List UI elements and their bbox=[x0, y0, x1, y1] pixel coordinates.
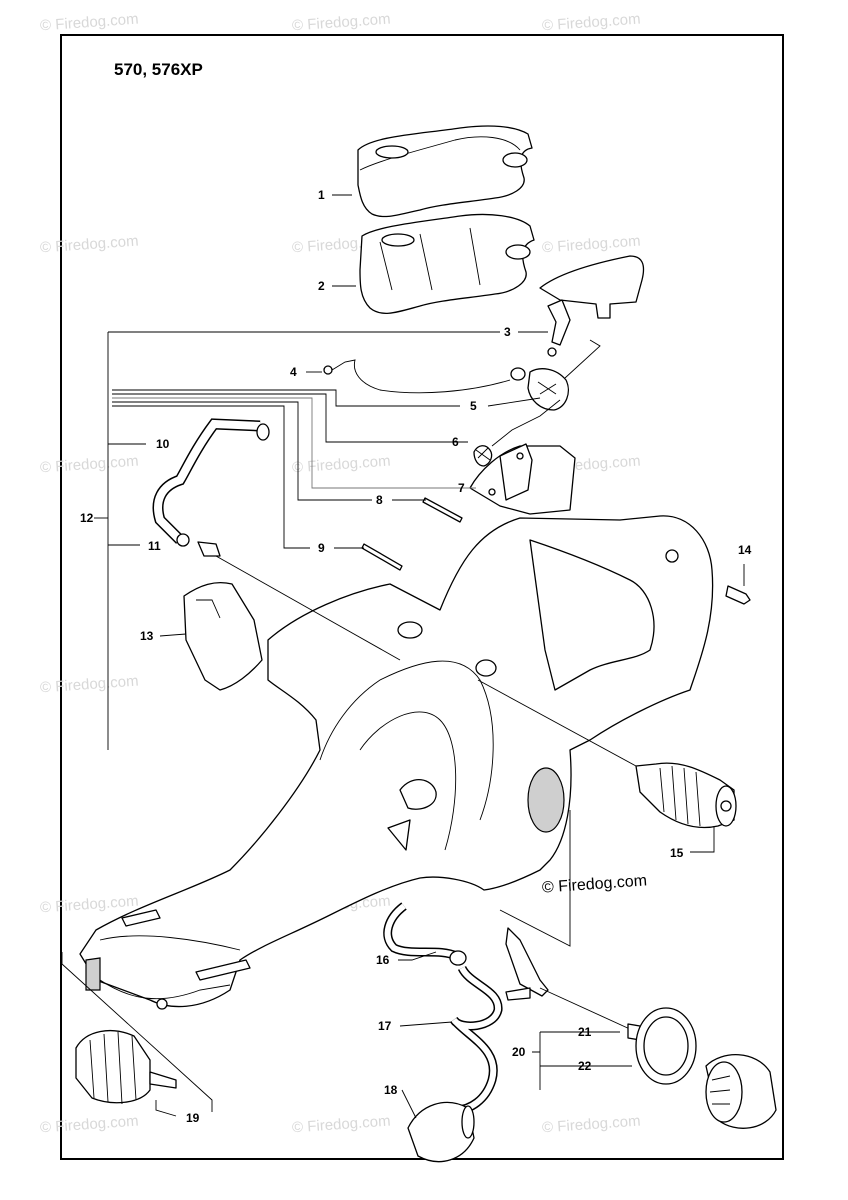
part-5-throttle-trigger-spring bbox=[527, 368, 569, 411]
fuel-cap bbox=[705, 1054, 777, 1129]
callout-9: 9 bbox=[318, 541, 325, 555]
callout-14: 14 bbox=[738, 543, 752, 557]
callout-11: 11 bbox=[148, 539, 161, 553]
callout-6: 6 bbox=[452, 435, 459, 449]
part-16-fuel-hose bbox=[383, 902, 467, 966]
diagram-frame bbox=[60, 34, 784, 1160]
diagram-title: 570, 576XP bbox=[114, 60, 203, 79]
callout-17: 17 bbox=[378, 1019, 392, 1033]
part-6-spring bbox=[473, 399, 561, 467]
part-22-seal-ring bbox=[635, 1007, 697, 1085]
callout-20: 20 bbox=[512, 1045, 526, 1059]
leader-lines bbox=[61, 194, 745, 1119]
callout-3: 3 bbox=[504, 325, 511, 339]
callout-12: 12 bbox=[80, 511, 94, 525]
callout-8: 8 bbox=[376, 493, 383, 507]
part-13-air-guide bbox=[183, 581, 263, 691]
part-10-hose bbox=[152, 418, 270, 547]
callout-16: 16 bbox=[376, 953, 390, 967]
callout-1: 1 bbox=[318, 188, 325, 202]
part-14-screw bbox=[725, 585, 751, 605]
callout-21: 21 bbox=[578, 1025, 592, 1039]
part-21-bracket bbox=[505, 927, 641, 1041]
callout-7: 7 bbox=[458, 481, 465, 495]
callout-19: 19 bbox=[186, 1111, 200, 1125]
part-1-cover bbox=[357, 125, 533, 218]
callout-5: 5 bbox=[470, 399, 477, 413]
tank-housing bbox=[79, 515, 714, 1010]
part-7-throttle-trigger bbox=[469, 443, 576, 515]
callout-13: 13 bbox=[140, 629, 154, 643]
callout-18: 18 bbox=[384, 1083, 398, 1097]
part-15-av-spring bbox=[635, 762, 737, 829]
part-18-fuel-filter bbox=[407, 1101, 475, 1163]
callout-22: 22 bbox=[578, 1059, 592, 1073]
callout-15: 15 bbox=[670, 846, 684, 860]
part-9-pin bbox=[361, 543, 403, 571]
callout-10: 10 bbox=[156, 437, 170, 451]
part-2-cover bbox=[359, 213, 535, 314]
part-3-throttle-lockout bbox=[539, 255, 645, 379]
part-4-throttle-wire bbox=[323, 359, 526, 394]
part-8-pin bbox=[422, 497, 463, 523]
part-11-nipple bbox=[197, 541, 221, 557]
part-17-fuel-line bbox=[450, 965, 503, 1115]
callout-2: 2 bbox=[318, 279, 325, 293]
callout-4: 4 bbox=[290, 365, 297, 379]
part-19-av-buffer bbox=[75, 1030, 177, 1105]
